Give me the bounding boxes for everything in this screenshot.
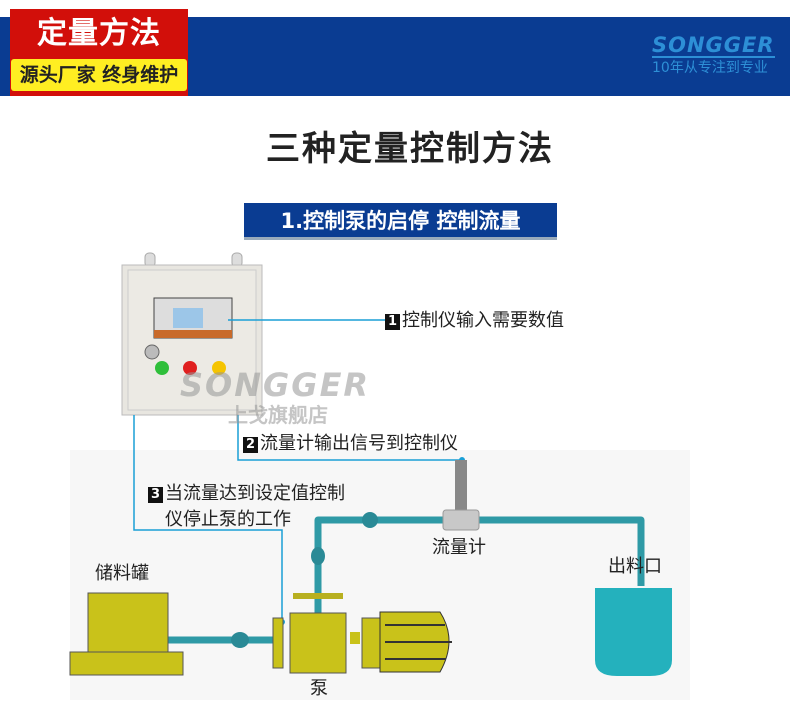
outlet-tank-icon xyxy=(595,588,672,676)
method-title: 1.控制泵的启停 控制流量 xyxy=(244,203,557,240)
header-badge: 定量方法 源头厂家 终身维护 xyxy=(10,9,188,96)
badge-title: 定量方法 xyxy=(37,16,161,51)
storage-tank-icon xyxy=(69,592,184,676)
lcd-screen-icon xyxy=(173,308,203,328)
alarm-button-icon xyxy=(212,361,226,375)
brand-slogan: 10年从专注到专业 xyxy=(652,60,768,76)
start-button-icon xyxy=(155,361,169,375)
step-3-label-line2: 仪停止泵的工作 xyxy=(165,509,291,530)
watermark-shop: 上戈旗舰店 xyxy=(228,403,328,427)
step-text: 当流量达到设定值控制 xyxy=(165,483,345,504)
step-number: 3 xyxy=(148,487,163,503)
outlet-label: 出料口 xyxy=(608,556,662,577)
valve-icon xyxy=(231,512,378,648)
step-text: 控制仪输入需要数值 xyxy=(402,310,564,331)
key-switch-icon xyxy=(144,344,160,360)
storage-tank-label: 储料罐 xyxy=(95,563,149,584)
pump-label: 泵 xyxy=(310,678,328,699)
step-number: 2 xyxy=(243,437,258,453)
step-number: 1 xyxy=(385,314,400,330)
control-cabinet xyxy=(121,252,263,416)
signal-lines xyxy=(133,319,462,622)
page-title: 三种定量控制方法 xyxy=(266,129,554,169)
pump-icon xyxy=(272,593,452,674)
step-text: 流量计输出信号到控制仪 xyxy=(260,433,458,454)
stop-button-icon xyxy=(183,361,197,375)
flowmeter-icon xyxy=(442,460,480,531)
badge-subtitle: 源头厂家 终身维护 xyxy=(11,59,187,91)
flowmeter-label: 流量计 xyxy=(432,537,486,558)
brand-logo: SONGGER xyxy=(652,33,775,58)
watermark-brand: SONGGER xyxy=(180,366,371,404)
